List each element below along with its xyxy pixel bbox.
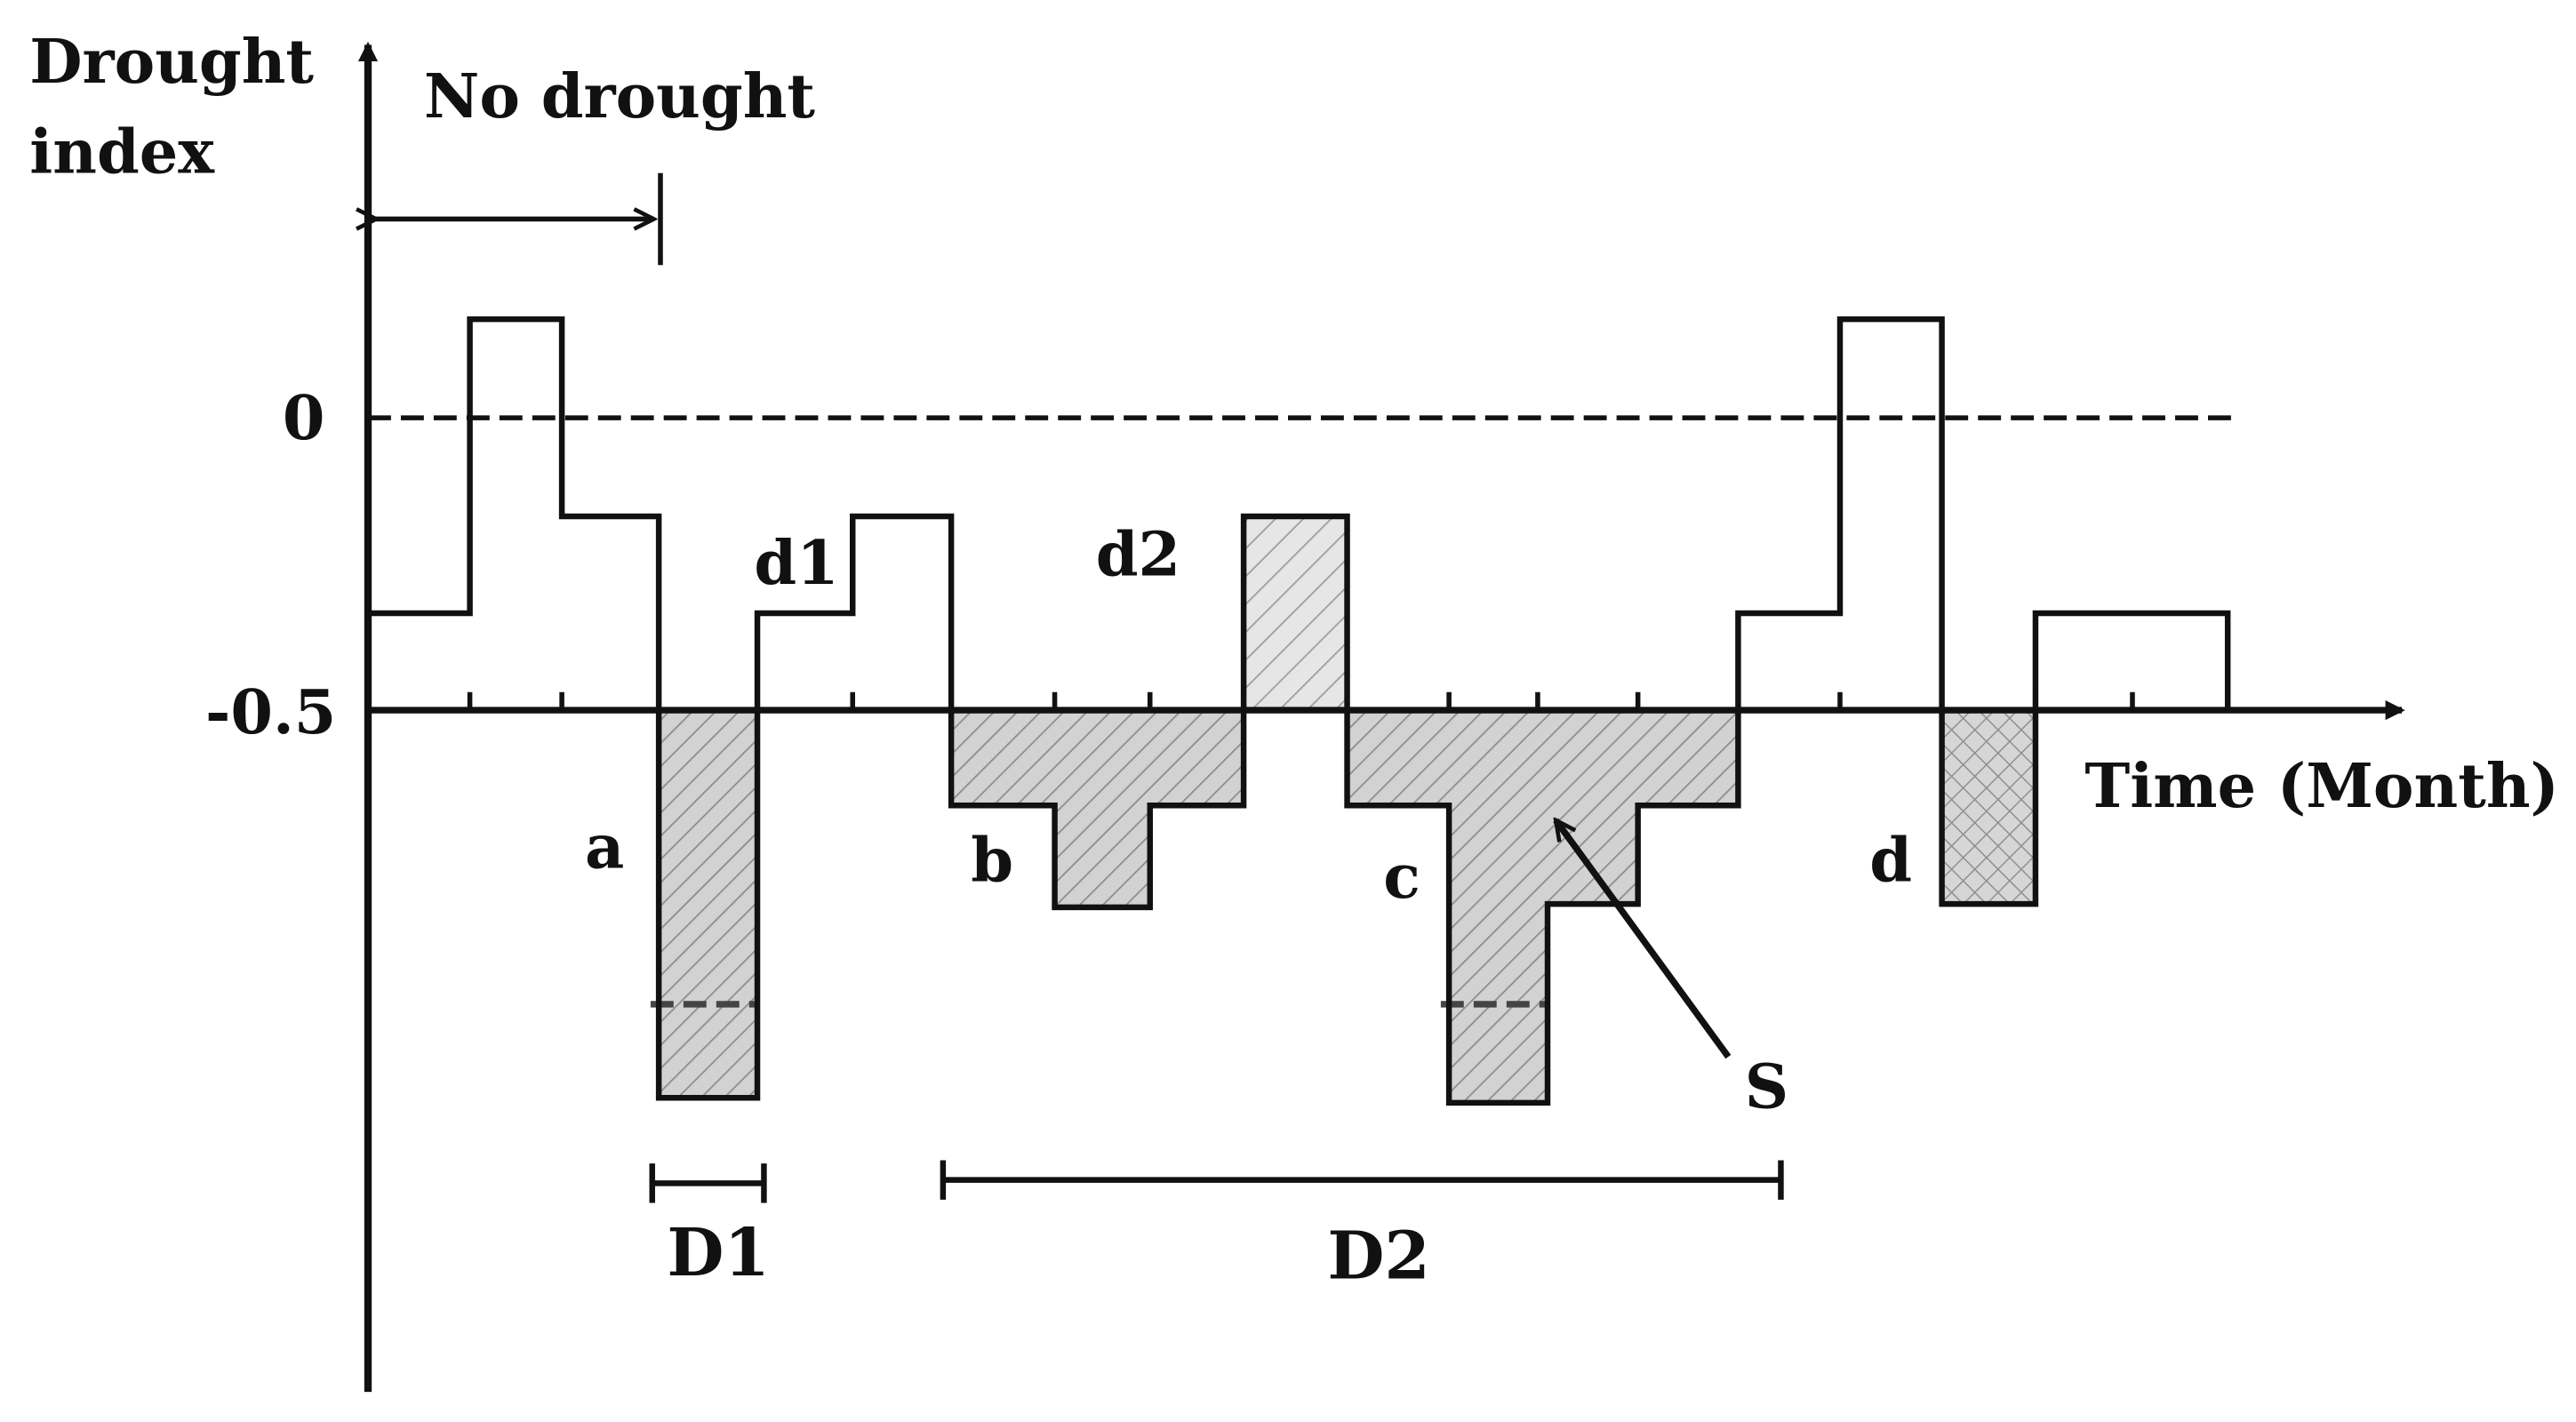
event-label-a: a: [585, 812, 624, 883]
area-a: [659, 710, 758, 1098]
tick-label-threshold: -0.5: [205, 677, 336, 748]
area-c: [1347, 710, 1739, 1103]
severity-pointer-arrow: [1556, 820, 1732, 1059]
interval-label-d2: d2: [1096, 520, 1180, 591]
y-axis-title-line2: index: [29, 117, 215, 188]
area-d: [1941, 710, 2036, 905]
duration-bracket-D1: [649, 1163, 767, 1203]
drought-index-step-line: [368, 316, 2231, 1106]
no-drought-label: No drought: [424, 61, 816, 132]
event-label-c: c: [1383, 842, 1420, 913]
deficit-areas: [659, 515, 2036, 1103]
severity-label-S: S: [1745, 1051, 1788, 1122]
duration-bracket-D2: [940, 1160, 1784, 1200]
interval-label-d1: d1: [754, 528, 838, 599]
duration-label-D1: D1: [667, 1215, 770, 1291]
area-b: [951, 710, 1244, 907]
y-axis-title-line1: Drought: [29, 27, 314, 98]
event-label-d: d: [1869, 825, 1912, 896]
area-d2-above: [1244, 515, 1348, 711]
event-label-b: b: [971, 825, 1013, 896]
month-ticks: [467, 691, 2135, 711]
x-axis-title: Time (Month): [2084, 751, 2559, 822]
duration-label-D2: D2: [1327, 1218, 1430, 1295]
tick-label-zero: 0: [283, 383, 325, 454]
